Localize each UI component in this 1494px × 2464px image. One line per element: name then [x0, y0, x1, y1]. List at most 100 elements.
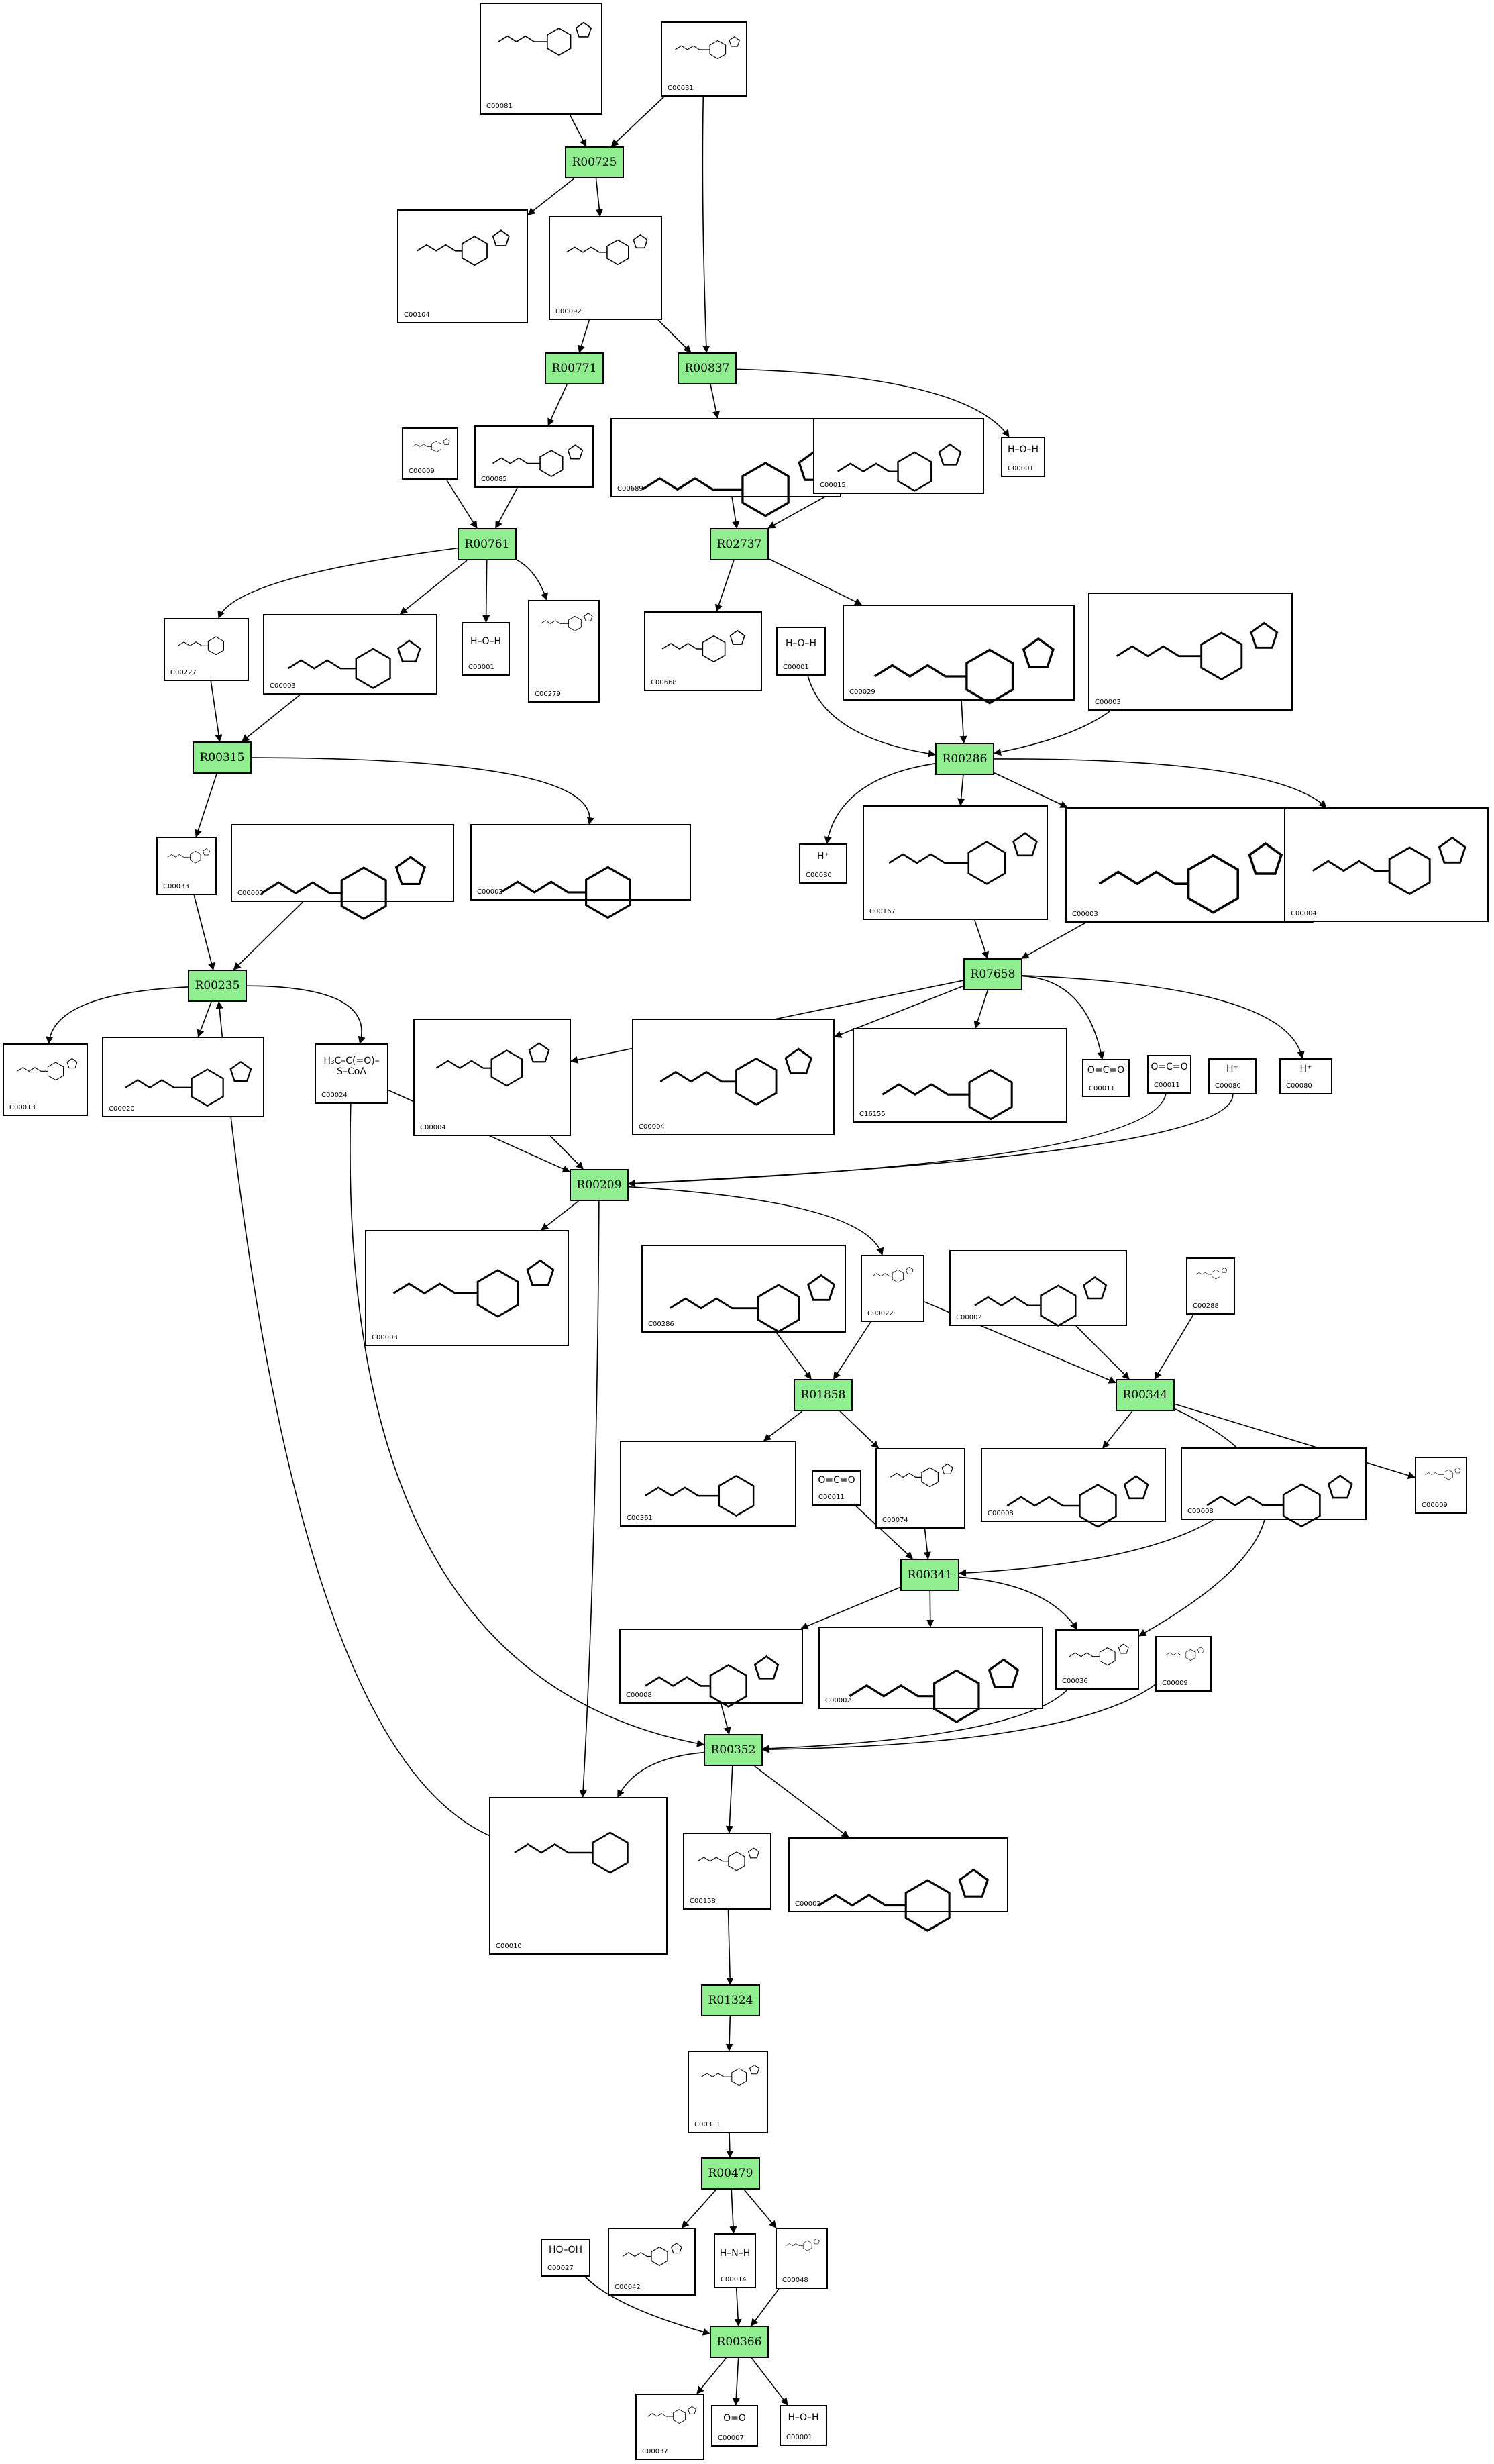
reaction-node[interactable]: R00479: [701, 2157, 760, 2190]
compound-node[interactable]: C00008: [981, 1448, 1166, 1528]
compound-node[interactable]: C00361: [620, 1441, 796, 1527]
compound-node[interactable]: C00015: [813, 418, 984, 494]
compound-id-label: C00080: [806, 872, 832, 879]
compound-id-label: C00037: [642, 2448, 668, 2455]
compound-node[interactable]: C00288: [1186, 1257, 1235, 1315]
edge-arrow: [251, 757, 594, 825]
compound-node[interactable]: C00002: [788, 1837, 1008, 1932]
compound-node[interactable]: C00020: [102, 1037, 264, 1117]
compound-node[interactable]: C00092: [549, 216, 662, 320]
reaction-node[interactable]: R02737: [710, 528, 769, 560]
compound-node[interactable]: C00029: [843, 605, 1075, 705]
compound-node[interactable]: C00104: [397, 209, 528, 323]
compound-node[interactable]: C00002: [818, 1627, 1043, 1723]
compound-node[interactable]: H⁺C00080: [1208, 1058, 1257, 1094]
compound-node[interactable]: C00009: [1415, 1457, 1467, 1514]
compound-node[interactable]: C00033: [156, 837, 217, 895]
reaction-node[interactable]: R00761: [458, 528, 517, 560]
reaction-node[interactable]: R00315: [193, 741, 252, 774]
reaction-node[interactable]: R00352: [704, 1734, 763, 1766]
compound-node[interactable]: C00009: [1155, 1636, 1212, 1692]
compound-node[interactable]: C00668: [644, 611, 762, 691]
compound-node[interactable]: C00008: [619, 1629, 803, 1708]
compound-node[interactable]: C00689: [610, 418, 841, 517]
compound-node[interactable]: C00081: [480, 3, 602, 115]
compound-node[interactable]: C00003: [1088, 593, 1293, 711]
edge-arrow: [776, 1332, 812, 1380]
edge-arrow: [761, 1689, 1068, 1753]
structure-drawing: [882, 1068, 1013, 1121]
compound-node[interactable]: C00009: [402, 427, 458, 480]
compound-node[interactable]: C00002: [470, 824, 691, 919]
reaction-node[interactable]: R00235: [188, 970, 247, 1002]
reaction-node[interactable]: R00286: [935, 743, 994, 775]
edge-arrow: [824, 762, 936, 845]
reaction-node[interactable]: R00366: [710, 2326, 769, 2358]
compound-formula: H–O–H: [1007, 444, 1039, 455]
compound-node[interactable]: C00158: [683, 1833, 771, 1910]
compound-node[interactable]: C00004: [413, 1019, 571, 1136]
reaction-node[interactable]: R00837: [678, 352, 737, 384]
reaction-node[interactable]: R00209: [570, 1169, 629, 1201]
compound-node[interactable]: C00048: [776, 2228, 828, 2289]
edge-arrow: [617, 1751, 704, 1798]
edge-arrow: [729, 2189, 737, 2235]
compound-node[interactable]: C00085: [474, 425, 594, 488]
compound-id-label: C00031: [668, 85, 694, 92]
edge-arrow: [734, 2288, 742, 2327]
compound-node[interactable]: C00003: [263, 614, 437, 695]
compound-id-label: C00080: [1215, 1082, 1241, 1090]
compound-node[interactable]: C00286: [641, 1245, 846, 1333]
structure-drawing: [1195, 1268, 1228, 1280]
compound-node[interactable]: C00167: [863, 805, 1048, 920]
compound-id-label: C00001: [786, 2434, 812, 2441]
edge-arrow: [973, 990, 988, 1029]
reaction-node[interactable]: R00344: [1116, 1379, 1175, 1411]
reaction-node[interactable]: R00341: [900, 1559, 959, 1591]
compound-node[interactable]: C00031: [661, 21, 747, 97]
compound-node[interactable]: C00002: [231, 824, 454, 920]
compound-node[interactable]: C00003: [1065, 807, 1314, 923]
compound-node[interactable]: C00010: [489, 1797, 668, 1955]
compound-id-label: C00074: [882, 1517, 908, 1524]
compound-node[interactable]: C00013: [3, 1043, 88, 1116]
compound-node[interactable]: C00074: [875, 1448, 965, 1529]
compound-node[interactable]: C00311: [688, 2051, 768, 2133]
edge-arrow: [1021, 922, 1086, 959]
compound-node[interactable]: C00227: [164, 618, 249, 681]
edge-arrow: [994, 772, 1068, 808]
compound-node[interactable]: C00004: [632, 1019, 835, 1135]
compound-node[interactable]: C16155: [853, 1028, 1067, 1123]
compound-node[interactable]: H⁺C00080: [1279, 1058, 1332, 1094]
compound-node[interactable]: C00036: [1055, 1629, 1139, 1690]
reaction-node[interactable]: R00725: [565, 146, 624, 178]
compound-node[interactable]: C00279: [528, 600, 600, 703]
compound-node[interactable]: C00042: [608, 2228, 696, 2296]
compound-node[interactable]: C00022: [861, 1255, 924, 1322]
reaction-node[interactable]: R01324: [701, 1984, 760, 2016]
compound-node[interactable]: H⁺C00080: [799, 843, 847, 884]
compound-node[interactable]: C00004: [1284, 807, 1489, 922]
compound-node[interactable]: C00002: [949, 1250, 1127, 1327]
compound-node[interactable]: C00003: [365, 1230, 569, 1346]
reaction-node[interactable]: R01858: [794, 1379, 853, 1411]
reaction-node[interactable]: R07658: [963, 958, 1022, 990]
structure-drawing: [1165, 1647, 1204, 1661]
edge-arrow: [1022, 975, 1105, 1060]
compound-node[interactable]: C00037: [635, 2394, 704, 2460]
reaction-node[interactable]: R00771: [545, 352, 604, 384]
compound-node[interactable]: C00008: [1181, 1447, 1367, 1528]
edge-arrow: [547, 384, 568, 427]
structure-drawing: [786, 2238, 820, 2251]
